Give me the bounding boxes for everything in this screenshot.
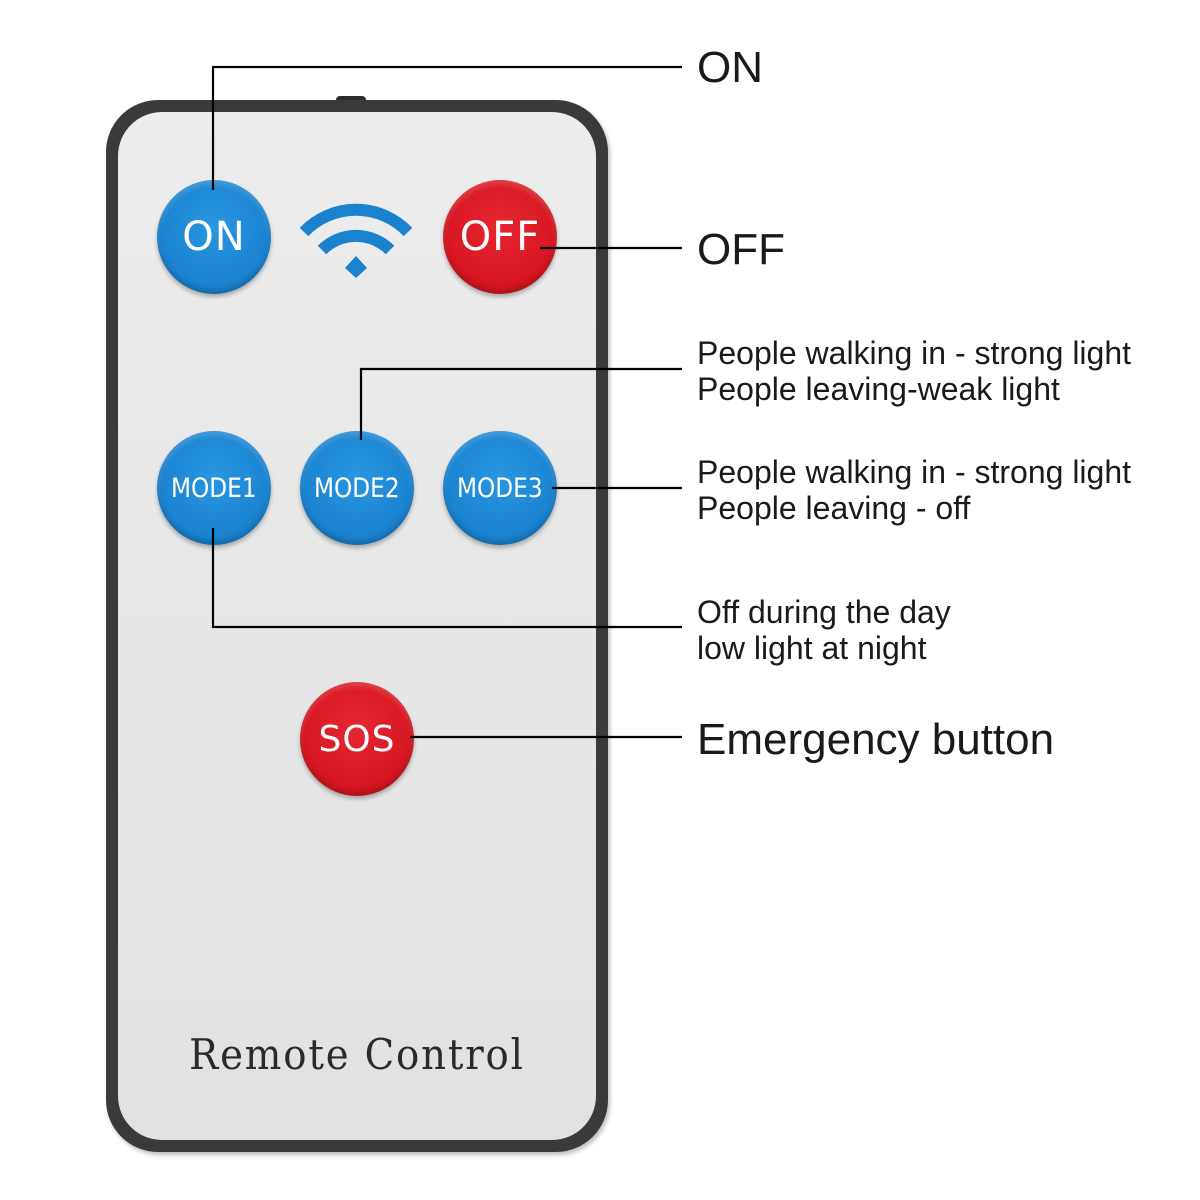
- mode3-button[interactable]: MODE3: [443, 431, 557, 545]
- mode1-button[interactable]: MODE1: [157, 431, 271, 545]
- mode3-button-label: MODE3: [457, 472, 543, 504]
- callout-mode1: Off during the day low light at night: [697, 594, 951, 666]
- callout-mode2-line1: People walking in - strong light: [697, 335, 1132, 371]
- mode2-button[interactable]: MODE2: [300, 431, 414, 545]
- callout-mode2: People walking in - strong light People …: [697, 335, 1131, 407]
- callout-mode3-line2: People leaving - off: [697, 490, 971, 526]
- off-button[interactable]: OFF: [443, 180, 557, 294]
- mode1-button-label: MODE1: [171, 472, 257, 504]
- callout-off: OFF: [697, 225, 785, 274]
- callout-mode1-line1: Off during the day: [697, 594, 951, 630]
- callout-mode3-line1: People walking in - strong light: [697, 454, 1132, 490]
- off-button-label: OFF: [459, 214, 541, 260]
- callout-mode3: People walking in - strong light People …: [697, 454, 1131, 526]
- on-button[interactable]: ON: [157, 180, 271, 294]
- on-button-label: ON: [182, 214, 246, 260]
- mode2-button-label: MODE2: [314, 472, 400, 504]
- callout-mode1-line2: low light at night: [697, 630, 927, 666]
- callout-sos: Emergency button: [697, 715, 1055, 764]
- sos-button[interactable]: SOS: [300, 682, 414, 796]
- callout-mode2-line2: People leaving-weak light: [697, 371, 1060, 407]
- wifi-icon: [300, 203, 412, 278]
- remote-brand-text: Remote Control: [189, 1030, 525, 1079]
- sos-button-label: SOS: [318, 718, 396, 760]
- callout-on: ON: [697, 43, 763, 92]
